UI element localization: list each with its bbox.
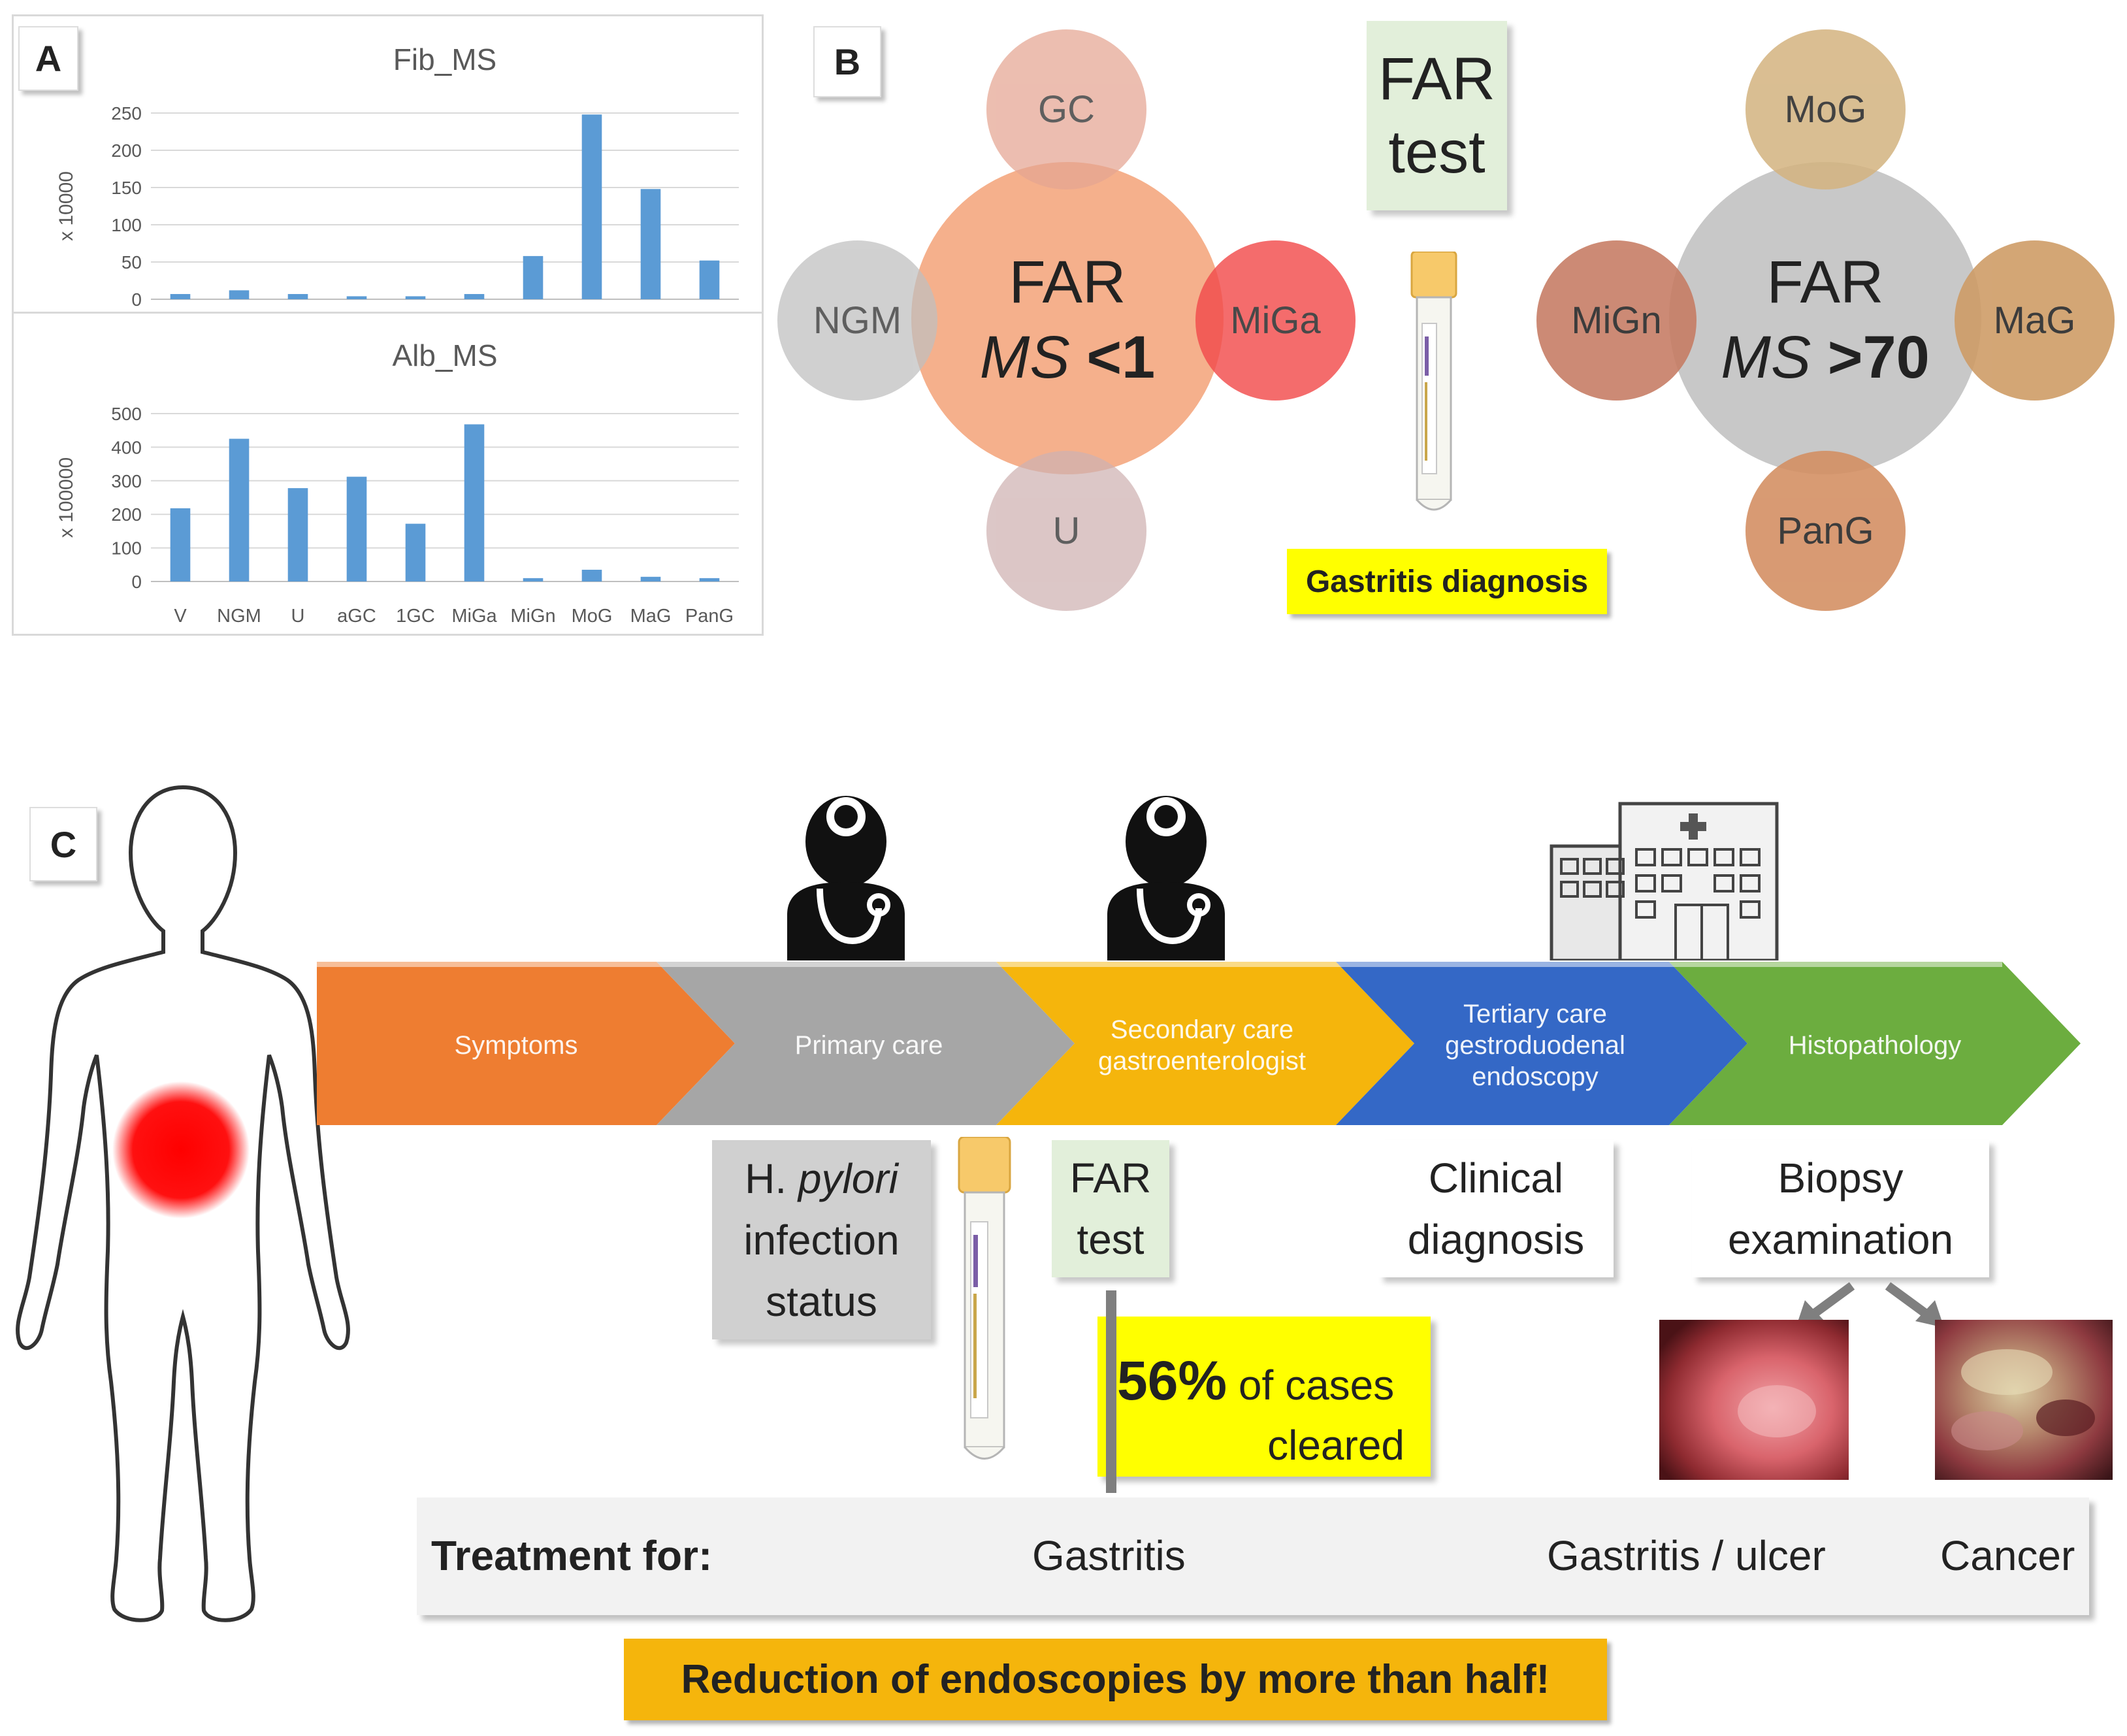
- y-tick-label: 300: [111, 471, 142, 491]
- y-axis-label: x 10000: [56, 171, 77, 241]
- y-tick-label: 100: [111, 215, 142, 235]
- care-pathway-chevrons: [317, 962, 2081, 1125]
- fib-ms-chart: Fib_MSx 10000 0 50 100 150 200 250: [56, 42, 739, 310]
- x-tick-label: U: [291, 606, 305, 627]
- bar-MaG: [640, 576, 661, 581]
- bar-U: [287, 294, 308, 299]
- x-tick-label: 1GC: [396, 606, 435, 627]
- step-secondary-care: Secondary care gastroenterologist: [1098, 1015, 1306, 1075]
- bar-NGM: [229, 290, 250, 299]
- treatment-cancer: Cancer: [1940, 1532, 2075, 1579]
- treatment-bar: Treatment for: Gastritis Gastritis / ulc…: [417, 1498, 2089, 1615]
- bar-V: [170, 508, 191, 581]
- chevron-histopathology: [1669, 962, 2081, 1125]
- endoscopy-gastritis-image: [1659, 1320, 1849, 1480]
- cases-cleared-box: 56% of cases cleared: [1097, 1317, 1431, 1477]
- doctor-icon: [787, 796, 905, 960]
- bar-PanG: [699, 260, 720, 299]
- u-circle: U: [986, 451, 1146, 611]
- bar-PanG: [699, 578, 720, 581]
- y-tick-label: 200: [111, 140, 142, 161]
- bar-NGM: [229, 438, 250, 581]
- far-ms-high-center-circle: [1669, 162, 1981, 474]
- doctor-icon: [1107, 796, 1225, 960]
- bar-aGC: [346, 476, 367, 581]
- step-histopathology: Histopathology: [1788, 1031, 1962, 1060]
- human-body-icon: [16, 785, 350, 1622]
- x-tick-label: MoG: [572, 606, 613, 627]
- ngm-circle: NGM: [777, 240, 937, 401]
- far-ms-high-label: FAR MS >70: [1721, 249, 1930, 391]
- h-pylori-status-box: H. pylori infection status: [712, 1140, 931, 1339]
- panel-a-label: A: [18, 26, 78, 91]
- bar-MiGn: [523, 255, 544, 299]
- far-test-box-b: FAR test: [1367, 21, 1507, 210]
- x-tick-label: aGC: [337, 606, 376, 627]
- pang-circle: PanG: [1745, 451, 1906, 611]
- x-tick-label: MaG: [630, 606, 672, 627]
- clinical-diagnosis-box: Clinical diagnosis: [1378, 1140, 1614, 1277]
- y-tick-label: 150: [111, 178, 142, 198]
- blood-tube-icon: [1410, 252, 1457, 511]
- mog-circle: MoG: [1745, 29, 1906, 189]
- y-tick-label: 0: [131, 289, 142, 310]
- treatment-gastritis-ulcer: Gastritis / ulcer: [1547, 1532, 1826, 1579]
- chevron-secondary-care: [996, 962, 1414, 1125]
- bar-1GC: [405, 523, 426, 581]
- x-tick-label: MiGa: [451, 606, 497, 627]
- hospital-icon: [1550, 802, 1779, 960]
- step-symptoms: Symptoms: [454, 1031, 578, 1060]
- y-tick-label: 250: [111, 103, 142, 123]
- bar-U: [287, 488, 308, 581]
- bar-MiGn: [523, 578, 544, 581]
- chart-title: Alb_MS: [392, 338, 497, 372]
- bar-MaG: [640, 189, 661, 299]
- step-primary-care: Primary care: [794, 1031, 943, 1060]
- bar-V: [170, 294, 191, 299]
- bar-1GC: [405, 296, 426, 299]
- far-ms-low-center-circle: [911, 162, 1224, 474]
- reduction-banner: Reduction of endoscopies by more than ha…: [624, 1639, 1607, 1720]
- chevron-tertiary-care: [1336, 962, 1747, 1125]
- bar-MoG: [581, 570, 602, 581]
- panel-c-label: C: [29, 807, 97, 881]
- endoscopy-cancer-image: [1935, 1320, 2113, 1480]
- far-ms-low-label: FAR MS <1: [979, 249, 1156, 391]
- gastritis-diagnosis-label: Gastritis diagnosis: [1287, 549, 1607, 614]
- y-tick-label: 50: [122, 252, 142, 272]
- biopsy-examination-box: Biopsy examination: [1692, 1140, 1989, 1277]
- panel-b-label: B: [813, 26, 881, 97]
- bar-MoG: [581, 114, 602, 299]
- x-tick-label: PanG: [685, 606, 734, 627]
- treatment-gastritis: Gastritis: [1032, 1532, 1186, 1579]
- mag-circle: MaG: [1955, 240, 2115, 401]
- mign-circle: MiGn: [1536, 240, 1697, 401]
- chevron-primary-care: [657, 962, 1075, 1125]
- miga-circle: MiGa: [1195, 240, 1356, 401]
- y-axis-label: x 100000: [56, 457, 77, 538]
- x-tick-label: V: [174, 606, 187, 627]
- far-test-box-c: FAR test: [1052, 1140, 1169, 1277]
- chevron-symptoms: [317, 962, 735, 1125]
- x-tick-label: NGM: [217, 606, 261, 627]
- gc-circle: GC: [986, 29, 1146, 189]
- y-tick-label: 0: [131, 572, 142, 592]
- far-test-connector-line: [1106, 1290, 1116, 1493]
- y-tick-label: 200: [111, 504, 142, 525]
- y-tick-label: 100: [111, 538, 142, 559]
- bar-aGC: [346, 296, 367, 299]
- chart-title: Fib_MS: [393, 42, 496, 76]
- x-tick-label: MiGn: [510, 606, 555, 627]
- blood-tube-icon: [958, 1137, 1011, 1460]
- y-tick-label: 500: [111, 404, 142, 424]
- treatment-label: Treatment for:: [431, 1532, 713, 1579]
- bar-MiGa: [464, 424, 485, 581]
- y-tick-label: 400: [111, 437, 142, 457]
- bar-MiGa: [464, 294, 485, 299]
- step-tertiary-care: Tertiary care gestroduodenal endoscopy: [1445, 1000, 1625, 1091]
